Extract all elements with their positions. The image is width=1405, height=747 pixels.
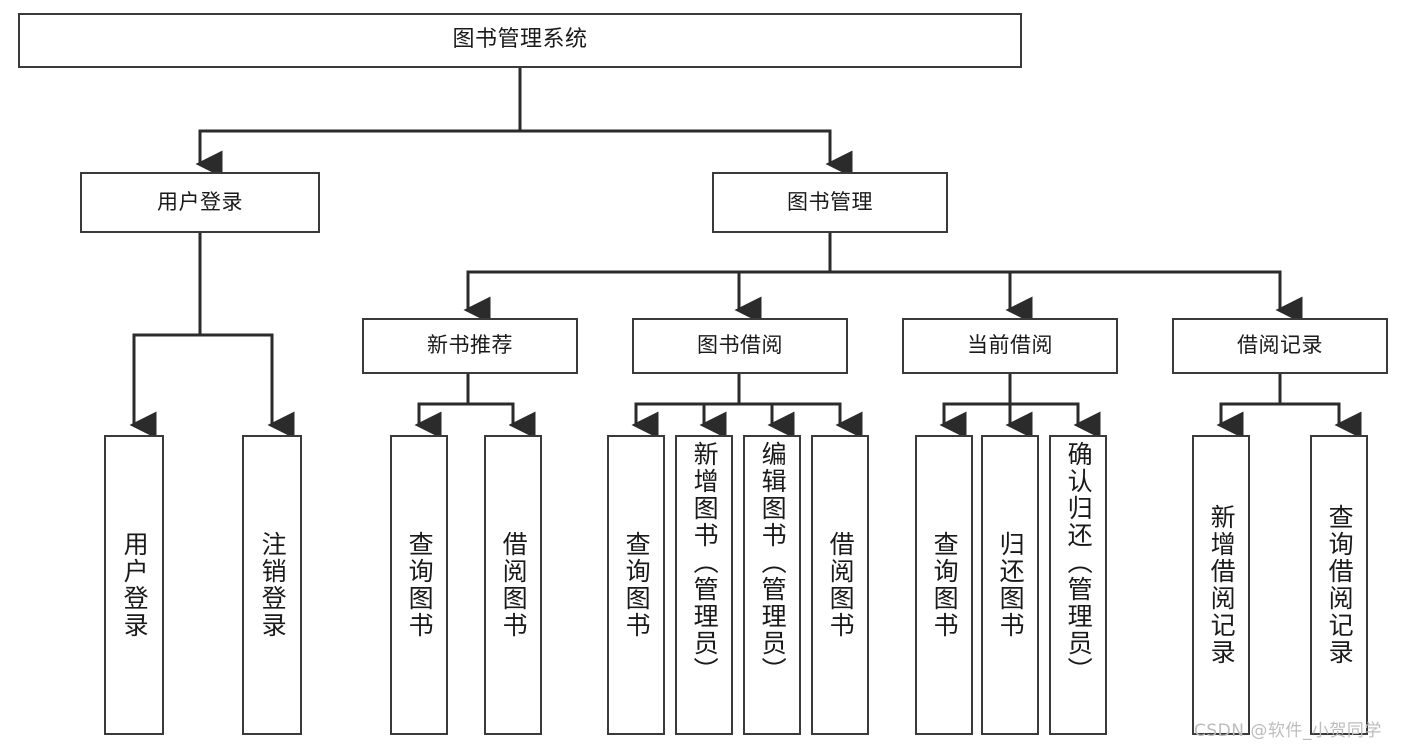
node-book-borrow[interactable]: 图书借阅 xyxy=(632,318,848,374)
node-book-manage-label: 图书管理 xyxy=(787,189,873,214)
node-leaf-confirm-return[interactable]: 确认归还（管理员） xyxy=(1049,435,1107,735)
node-leaf-query-book-1[interactable]: 查询图书 xyxy=(390,435,448,735)
node-leaf-query-book-2[interactable]: 查询图书 xyxy=(607,435,665,735)
node-leaf-borrow-book-2-label: 借阅图书 xyxy=(826,531,856,639)
node-leaf-borrow-book-1[interactable]: 借阅图书 xyxy=(484,435,542,735)
node-leaf-add-book-label: 新增图书（管理员） xyxy=(690,441,720,684)
node-leaf-query-book-3-label: 查询图书 xyxy=(930,531,960,639)
node-root-system-label: 图书管理系统 xyxy=(452,27,588,53)
node-user-login[interactable]: 用户登录 xyxy=(80,172,320,233)
node-current-borrow[interactable]: 当前借阅 xyxy=(902,318,1118,374)
node-book-manage[interactable]: 图书管理 xyxy=(712,172,948,233)
node-leaf-user-login[interactable]: 用户登录 xyxy=(104,435,164,735)
node-leaf-edit-book-label: 编辑图书（管理员） xyxy=(758,441,788,684)
node-leaf-query-record[interactable]: 查询借阅记录 xyxy=(1310,435,1368,735)
node-leaf-add-record[interactable]: 新增借阅记录 xyxy=(1192,435,1250,735)
node-book-borrow-label: 图书借阅 xyxy=(697,333,783,358)
node-new-book-recommend[interactable]: 新书推荐 xyxy=(362,318,578,374)
watermark-credit: CSDN @软件_小贺同学 xyxy=(1194,721,1382,741)
node-leaf-user-login-label: 用户登录 xyxy=(120,531,150,639)
node-leaf-return-book-label: 归还图书 xyxy=(996,531,1026,639)
node-leaf-borrow-book-1-label: 借阅图书 xyxy=(499,531,529,639)
node-leaf-query-book-1-label: 查询图书 xyxy=(405,531,435,639)
node-leaf-add-book[interactable]: 新增图书（管理员） xyxy=(675,435,733,735)
node-current-borrow-label: 当前借阅 xyxy=(967,333,1053,358)
node-leaf-query-record-label: 查询借阅记录 xyxy=(1325,504,1355,666)
node-leaf-logout-login[interactable]: 注销登录 xyxy=(242,435,302,735)
node-user-login-label: 用户登录 xyxy=(157,189,243,214)
node-borrow-record-label: 借阅记录 xyxy=(1237,333,1323,358)
node-leaf-logout-login-label: 注销登录 xyxy=(258,531,288,639)
node-leaf-confirm-return-label: 确认归还（管理员） xyxy=(1064,441,1094,684)
node-root-system[interactable]: 图书管理系统 xyxy=(18,13,1022,68)
node-leaf-borrow-book-2[interactable]: 借阅图书 xyxy=(811,435,869,735)
node-leaf-return-book[interactable]: 归还图书 xyxy=(981,435,1039,735)
node-new-book-recommend-label: 新书推荐 xyxy=(427,333,513,358)
node-leaf-edit-book[interactable]: 编辑图书（管理员） xyxy=(743,435,801,735)
node-leaf-add-record-label: 新增借阅记录 xyxy=(1207,504,1237,666)
node-borrow-record[interactable]: 借阅记录 xyxy=(1172,318,1388,374)
node-leaf-query-book-3[interactable]: 查询图书 xyxy=(915,435,973,735)
node-leaf-query-book-2-label: 查询图书 xyxy=(622,531,652,639)
